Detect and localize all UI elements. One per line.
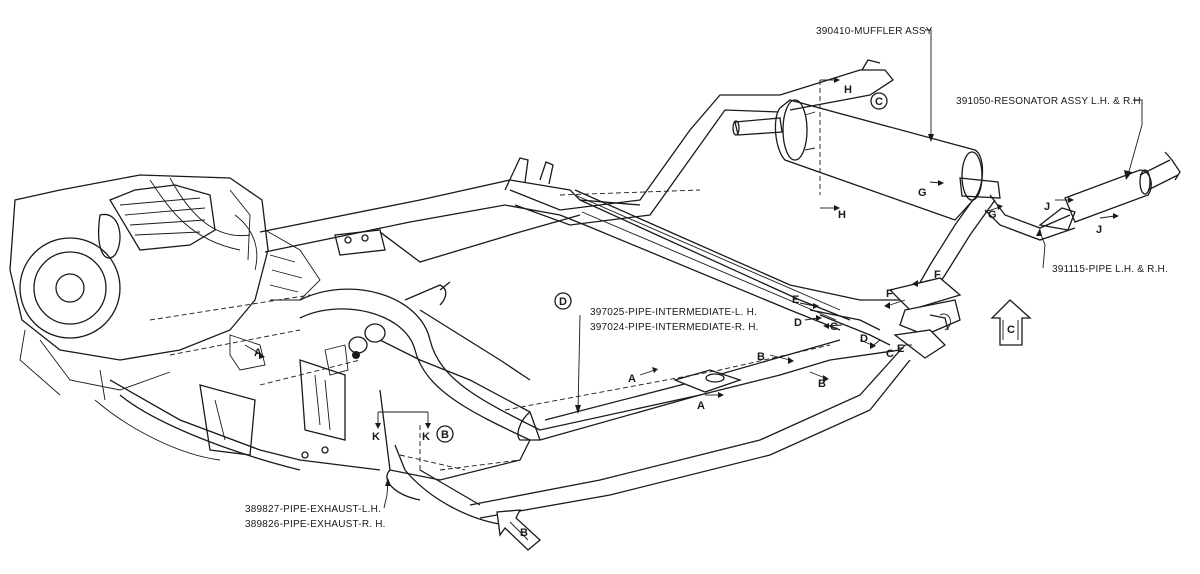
view-c-letter: C: [875, 96, 883, 108]
view-arrow-c-letter: C: [1007, 324, 1015, 336]
label-exhaust-lh: 389827-PIPE-EXHAUST-L.H.: [245, 504, 381, 515]
section-b-left: B: [757, 351, 765, 363]
view-arrow-b-letter: B: [520, 527, 528, 539]
view-d-letter: D: [559, 296, 567, 308]
section-e-right: E: [897, 343, 904, 355]
section-f-bottom: F: [886, 288, 893, 300]
transmission-drawing: [9, 174, 321, 396]
section-h-bottom: H: [838, 209, 846, 221]
view-c-circle: [870, 92, 888, 110]
section-a-right: A: [697, 400, 705, 412]
section-e-left: E: [792, 294, 799, 306]
part-labels: 390410-MUFFLER ASSY 391050-RESONATOR ASS…: [245, 26, 1168, 530]
view-arrow-b: [496, 509, 541, 551]
section-g-left: G: [918, 187, 927, 199]
view-arrow-c: [990, 299, 1032, 346]
section-f-top: F: [934, 269, 941, 281]
section-d-right: D: [860, 333, 868, 345]
section-b-right: B: [818, 378, 826, 390]
section-h-top: H: [844, 84, 852, 96]
label-intermediate-lh: 397025-PIPE-INTERMEDIATE-L. H.: [590, 307, 757, 318]
section-a-far-left: A: [254, 347, 262, 359]
hidden-lines: [149, 80, 831, 471]
section-k-left: K: [372, 431, 380, 443]
view-d-circle: [554, 292, 572, 310]
leader-lines: [383, 29, 1143, 509]
resonator: [1038, 151, 1181, 231]
section-a-left: A: [628, 373, 636, 385]
section-k-right: K: [422, 431, 430, 443]
frame-rails: [94, 157, 905, 501]
section-c-left: C: [830, 321, 838, 333]
section-letters: H H G G J J F F E E D D C C B B A A A K …: [254, 84, 1102, 443]
label-intermediate-rh: 397024-PIPE-INTERMEDIATE-R. H.: [590, 322, 759, 333]
view-b-circle: [436, 425, 454, 443]
label-resonator: 391050-RESONATOR ASSY L.H. & R.H.: [956, 96, 1144, 107]
label-pipe-lh-rh: 391115-PIPE L.H. & R.H.: [1052, 264, 1168, 275]
section-g-right: G: [988, 209, 997, 221]
view-b-letter: B: [441, 429, 449, 441]
rear-brackets: [809, 277, 962, 359]
section-d-left: D: [794, 317, 802, 329]
view-callouts: C D B C B: [436, 92, 1015, 539]
section-c-right: C: [886, 348, 894, 360]
section-j-left: J: [1044, 201, 1050, 213]
section-j-right: J: [1096, 224, 1102, 236]
upper-hanger: [779, 59, 894, 111]
muffler: [732, 99, 1001, 221]
section-arrows: [244, 77, 1119, 429]
label-exhaust-rh: 389826-PIPE-EXHAUST-R. H.: [245, 519, 386, 530]
fasteners: [229, 234, 951, 459]
label-muffler: 390410-MUFFLER ASSY: [816, 26, 933, 37]
